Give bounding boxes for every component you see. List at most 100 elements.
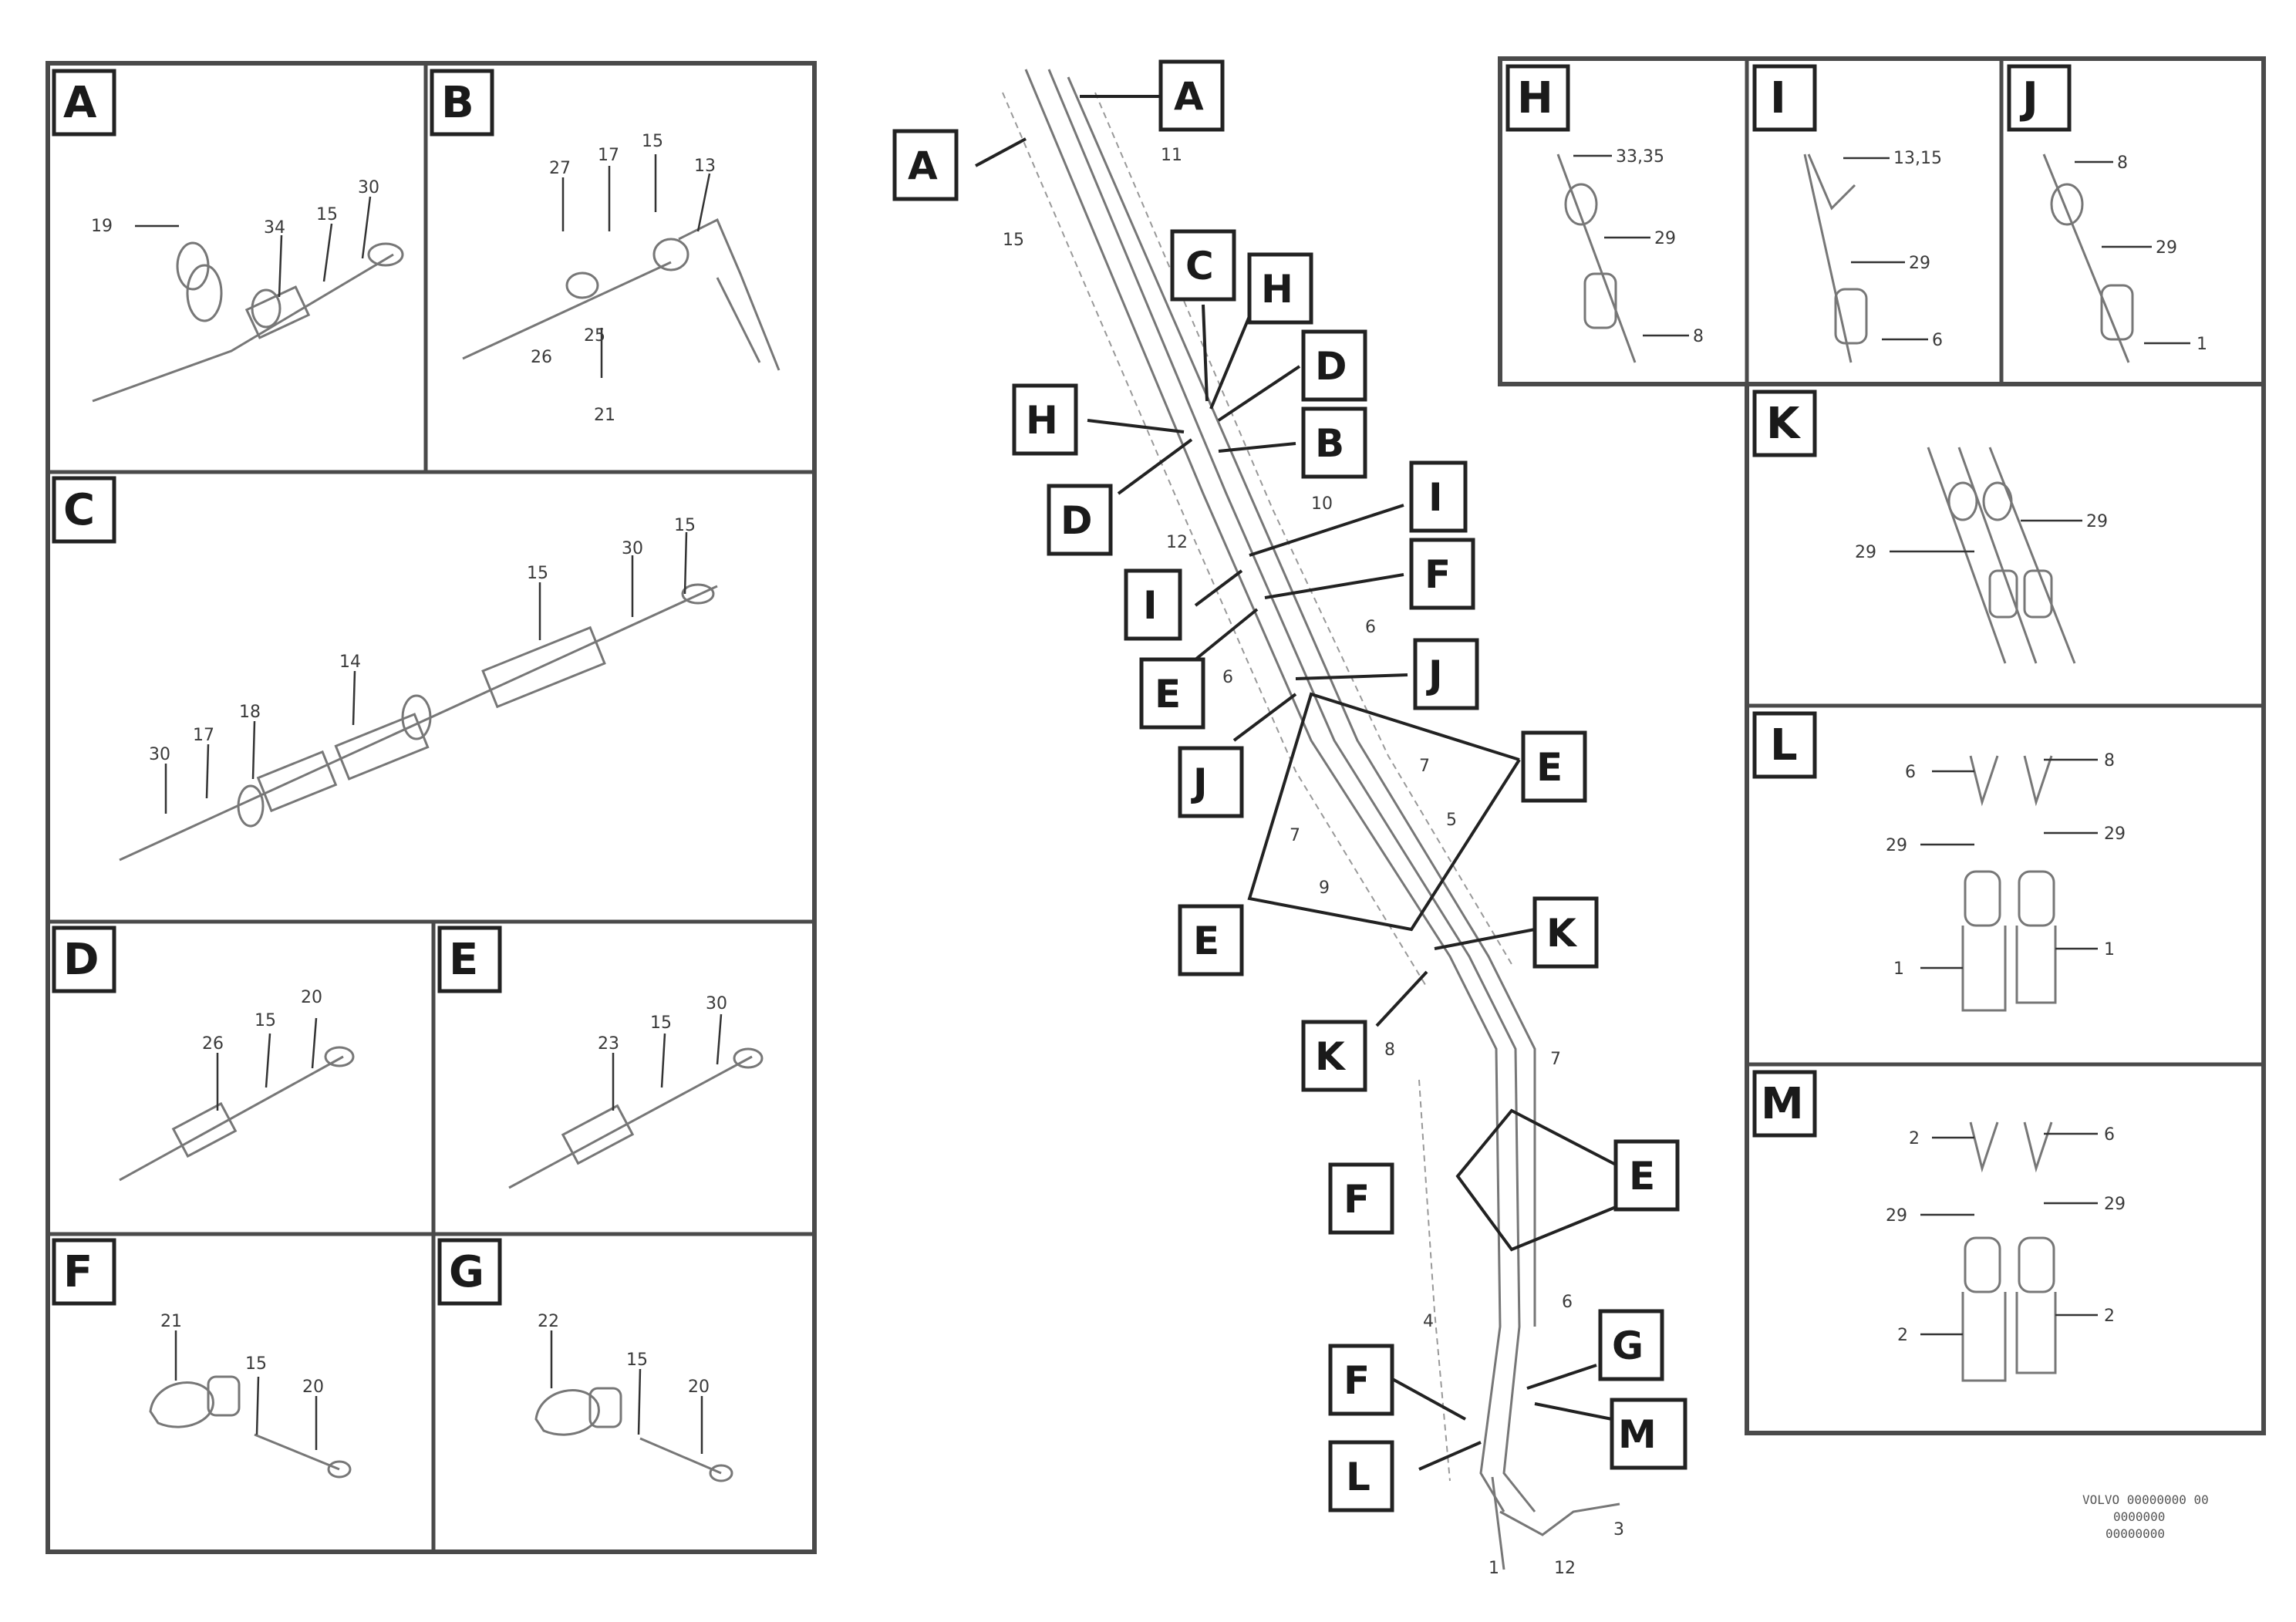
label: 12 — [1554, 1559, 1576, 1578]
label: 13,15 — [1893, 149, 1942, 168]
label: 18 — [239, 703, 261, 722]
callout-tag: G — [1612, 1324, 1644, 1368]
callout-tag: I — [1428, 475, 1443, 520]
label: 29 — [1654, 229, 1676, 248]
panel-i: I 13,15 29 6 — [1752, 64, 1943, 363]
callout-tag: K — [1546, 911, 1578, 956]
label: 2 — [2104, 1307, 2115, 1326]
panel-b: B 27 17 15 13 26 25 21 — [430, 69, 781, 425]
label: 15 — [626, 1351, 648, 1370]
panel-j-letter: J — [2019, 73, 2038, 123]
callout-tag: F — [1344, 1358, 1370, 1403]
label: 15 — [1003, 231, 1024, 250]
panel-c: C 30 17 18 14 15 30 15 — [52, 476, 718, 862]
label: 6 — [1222, 668, 1233, 687]
label: 1 — [2197, 335, 2207, 354]
label: 29 — [2104, 824, 2126, 844]
right-detail-panels: H 33,35 29 8 I 13,15 29 6 — [1498, 56, 2266, 1435]
label: 6 — [1562, 1293, 1573, 1312]
callout-tag: K — [1315, 1034, 1347, 1079]
label: 29 — [2104, 1195, 2126, 1214]
callout-tag: L — [1346, 1455, 1371, 1499]
label: 23 — [598, 1034, 619, 1054]
callout-tag: I — [1143, 583, 1158, 628]
label: 34 — [264, 218, 285, 238]
panel-l-letter: L — [1770, 720, 1798, 771]
label: 1 — [1893, 959, 1904, 979]
panel-c-letter: C — [63, 485, 95, 535]
label: 30 — [706, 994, 727, 1013]
reference-line-1: VOLVO 00000000 00 — [2082, 1492, 2209, 1507]
label: 13 — [694, 157, 716, 176]
callout-tag: J — [1426, 653, 1443, 697]
label: 29 — [2156, 238, 2177, 258]
callout-tag: E — [1536, 745, 1563, 790]
label: 8 — [1384, 1040, 1395, 1060]
callout-tag: C — [1185, 244, 1214, 288]
label: 19 — [91, 217, 113, 236]
label: 6 — [2104, 1125, 2115, 1145]
label: 8 — [2104, 751, 2115, 771]
label: 29 — [1886, 1206, 1907, 1226]
callout-tag: A — [1174, 74, 1204, 119]
callout-tag: H — [1026, 398, 1058, 443]
label: 6 — [1905, 763, 1916, 782]
label: 2 — [1897, 1326, 1908, 1345]
label: 30 — [149, 745, 170, 764]
callout-leaders — [975, 95, 1617, 1471]
label: 12 — [1166, 533, 1188, 552]
label: 8 — [1693, 327, 1704, 346]
label: 15 — [527, 564, 548, 583]
callout-tag: D — [1315, 344, 1347, 389]
panel-f: F 21 15 20 — [52, 1238, 352, 1479]
label: 6 — [1932, 331, 1943, 350]
label: 30 — [358, 178, 379, 197]
label: 29 — [1855, 543, 1876, 562]
callout-tag: J — [1191, 760, 1208, 805]
label: 1 — [2104, 940, 2115, 959]
label: 27 — [549, 159, 571, 178]
panel-d-letter: D — [63, 935, 99, 985]
label: 29 — [2086, 512, 2108, 531]
label: 21 — [160, 1312, 182, 1331]
label: 15 — [245, 1354, 267, 1374]
label: 15 — [650, 1013, 672, 1033]
panel-k-letter: K — [1766, 399, 1802, 449]
callout-tag: B — [1315, 421, 1344, 466]
panel-b-letter: B — [441, 78, 474, 128]
label: 21 — [594, 406, 615, 425]
label: 1 — [1489, 1559, 1499, 1578]
panel-d: D 26 15 20 — [52, 926, 355, 1182]
drawing-reference: VOLVO 00000000 00 0000000 00000000 — [2082, 1492, 2209, 1541]
label: 15 — [674, 516, 696, 535]
label: 4 — [1423, 1312, 1434, 1331]
label: 15 — [255, 1011, 276, 1030]
label: 26 — [531, 348, 552, 367]
reference-line-2: 0000000 — [2113, 1509, 2165, 1524]
label: 29 — [1886, 836, 1907, 855]
panel-g-letter: G — [449, 1247, 484, 1297]
panel-e-letter: E — [449, 935, 478, 985]
panel-f-letter: F — [63, 1247, 93, 1297]
label: 33,35 — [1616, 147, 1664, 167]
panel-g: G 22 15 20 — [437, 1238, 733, 1482]
label: 30 — [622, 539, 643, 558]
label: 7 — [1290, 826, 1300, 845]
label: 10 — [1311, 494, 1333, 514]
panel-m-letter: M — [1761, 1079, 1804, 1129]
label: 11 — [1161, 146, 1182, 165]
panel-a-letter: A — [63, 78, 97, 128]
label: 29 — [1909, 254, 1930, 273]
callout-tag: E — [1155, 672, 1181, 717]
center-number-labels: 11 15 12 10 6 6 7 7 5 9 8 7 6 4 1 12 3 — [1003, 146, 1624, 1578]
left-detail-panels: A 19 34 15 30 B — [46, 61, 817, 1554]
callout-tag: D — [1060, 498, 1093, 543]
label: 26 — [202, 1034, 224, 1054]
label: 22 — [538, 1312, 559, 1331]
label: 20 — [301, 988, 322, 1007]
callout-tag: F — [1424, 552, 1451, 597]
panel-k: K 29 29 — [1752, 389, 2108, 664]
label: 25 — [584, 326, 605, 346]
panel-j: J 8 29 1 — [2007, 64, 2207, 363]
label: 3 — [1613, 1520, 1624, 1539]
